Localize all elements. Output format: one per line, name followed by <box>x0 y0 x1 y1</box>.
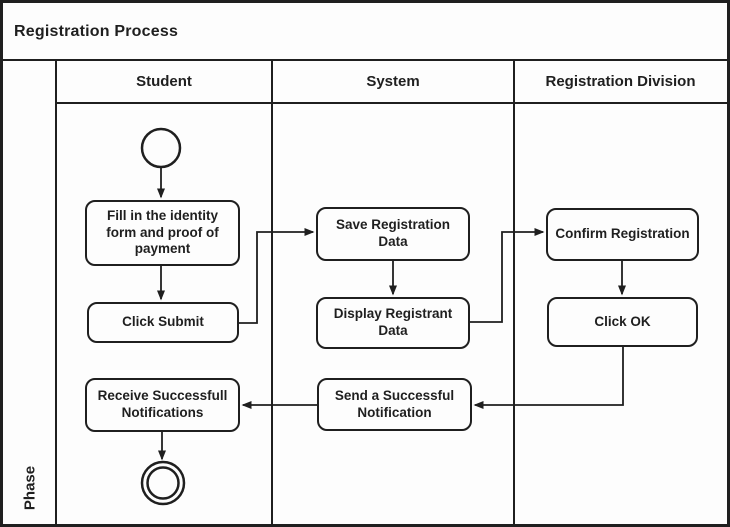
activity-confirm-registration: Confirm Registration <box>546 208 699 261</box>
activity-send-notification: Send a Successful Notification <box>317 378 472 431</box>
activity-display-registrant-data: Display Registrant Data <box>316 297 470 349</box>
diagram-title-band: Registration Process <box>3 3 727 60</box>
end-node-icon <box>140 460 186 506</box>
activity-click-submit: Click Submit <box>87 302 239 343</box>
swimlane-grid <box>3 59 727 524</box>
activity-fill-form: Fill in the identity form and proof of p… <box>85 200 240 266</box>
activity-receive-notifications: Receive Successfull Notifications <box>85 378 240 432</box>
diagram-title: Registration Process <box>14 22 179 40</box>
edge-display-to-confirm <box>470 228 545 323</box>
lane-header-system: System <box>366 73 420 90</box>
edge-click-submit-to-save <box>239 228 315 324</box>
edge-click-ok-to-send <box>473 347 624 409</box>
phase-label: Phase <box>21 465 39 511</box>
lane-header-registration-division: Registration Division <box>545 73 696 90</box>
activity-save-registration-data: Save Registration Data <box>316 207 470 261</box>
lane-header-student: Student <box>136 73 192 90</box>
start-node-icon <box>140 127 182 169</box>
activity-click-ok: Click OK <box>547 297 698 347</box>
